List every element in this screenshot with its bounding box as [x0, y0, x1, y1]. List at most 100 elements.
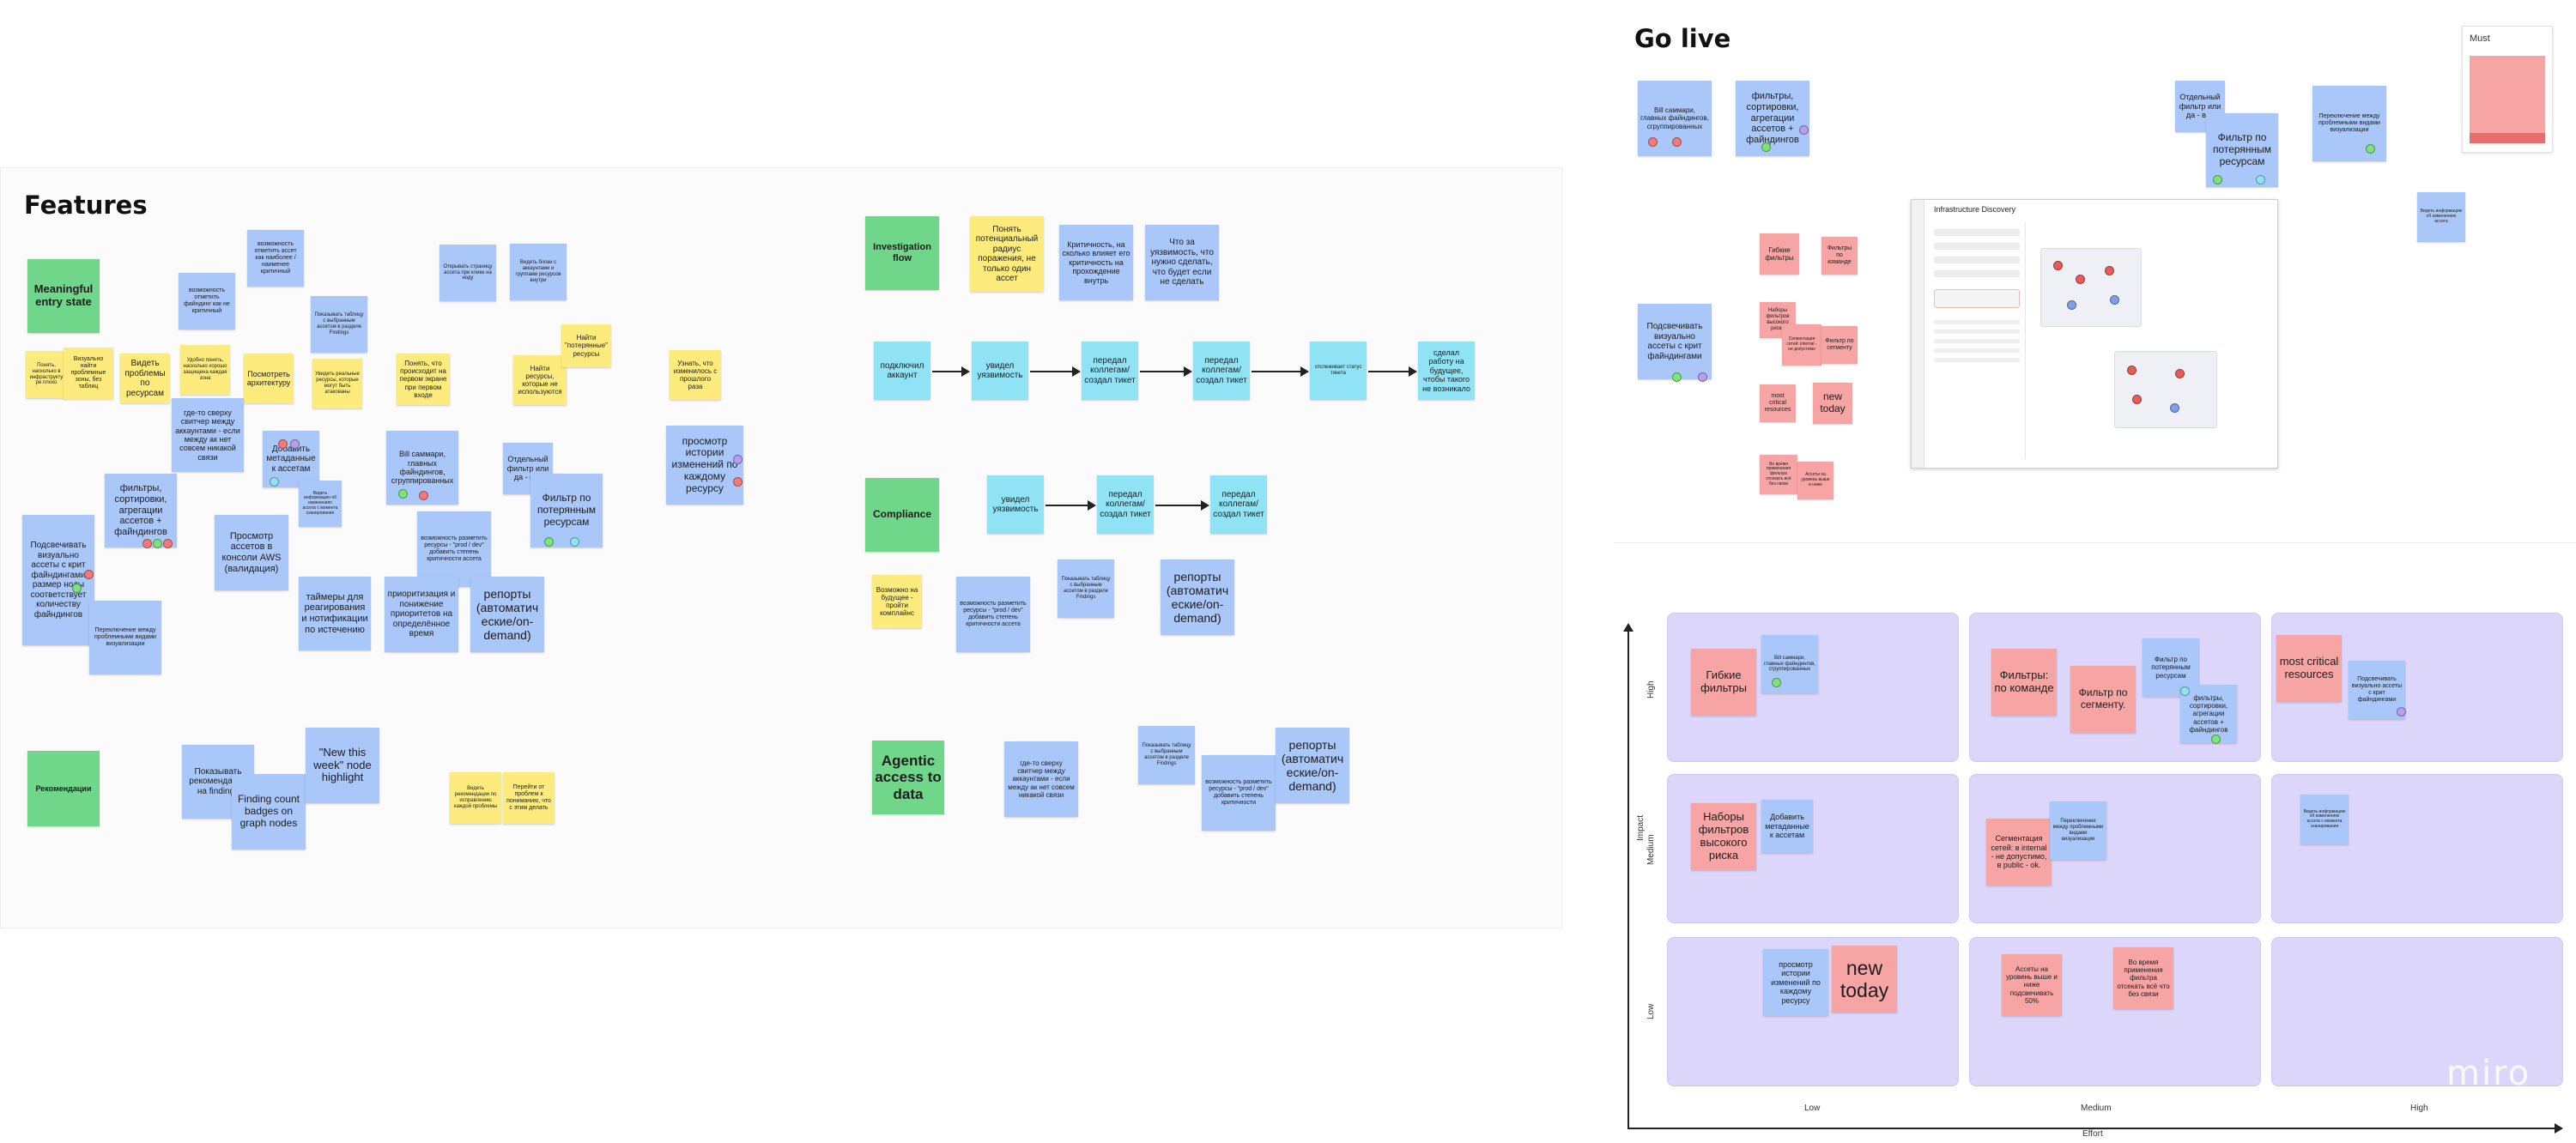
sticky-note[interactable]: фильтры, сортировки, агрегации ассетов +…: [105, 474, 177, 547]
sticky-note[interactable]: приоритизация и понижение приоритетов на…: [385, 577, 458, 652]
sticky-note[interactable]: Найти "потерянные" ресурсы: [561, 324, 611, 367]
sticky-note[interactable]: "New this week" node highlight: [306, 728, 379, 803]
sticky-note[interactable]: Добавить метаданные к ассетам: [1761, 800, 1813, 853]
infrastructure-discovery-screenshot[interactable]: Infrastructure Discovery: [1911, 199, 2278, 469]
flow-step[interactable]: подключил аккаунт: [874, 342, 930, 400]
must-legend-card[interactable]: Must: [2462, 26, 2553, 153]
sticky-note[interactable]: Сегментация сетей: internal - не допусти…: [1782, 324, 1821, 366]
sticky-note[interactable]: репорты (автоматические/on-demand): [1161, 559, 1234, 635]
flow-arrow: [1155, 505, 1202, 506]
sticky-note[interactable]: Bill саммари, главных файндингов, сгрупп…: [1761, 635, 1818, 693]
vote-dot: [419, 491, 428, 500]
vote-dot: [84, 570, 94, 579]
sticky-note[interactable]: Перейти от проблем к пониманию, что с эт…: [503, 772, 555, 824]
sticky-note[interactable]: возможность разметить ресурсы - "prod / …: [417, 511, 491, 587]
flow-step[interactable]: передал коллегам/ создал тикет: [1082, 342, 1138, 400]
sticky-note[interactable]: Видеть информацию об изменениях ассета с…: [299, 481, 342, 527]
flow-step[interactable]: увидел уязвимость: [972, 342, 1028, 400]
section-agentic-access[interactable]: Agentic access to data: [872, 741, 944, 814]
sticky-note[interactable]: Фильтр по потерянным ресурсам: [2206, 113, 2278, 187]
sticky-note[interactable]: Увидеть реальные ресурсы, которые могут …: [312, 359, 362, 408]
sticky-note[interactable]: фильтры, сортировки, агрегации ассетов +…: [2180, 685, 2237, 743]
flow-step[interactable]: передал коллегам/ создал тикет: [1193, 342, 1250, 400]
sticky-note[interactable]: Что за уязвимость, что нужно сделать, чт…: [1145, 225, 1219, 300]
go-live-title: Go live: [1634, 24, 1731, 53]
sticky-note[interactable]: Показывать таблицу с выбранным ассетом в…: [1058, 559, 1114, 618]
sticky-note[interactable]: Фильтр по сегменту: [1821, 326, 1858, 364]
sticky-note[interactable]: Критичность, на сколько влияет его крити…: [1059, 225, 1133, 300]
sticky-note[interactable]: Понять, насколько в инфраструктуре плохо: [26, 351, 67, 398]
sticky-note[interactable]: new today: [1832, 946, 1897, 1013]
sticky-note[interactable]: most critical resources: [2276, 635, 2342, 702]
must-label: Must: [2470, 33, 2490, 44]
sticky-note[interactable]: Просмотр ассетов в консоли AWS (валидаци…: [215, 515, 288, 590]
sticky-note[interactable]: Визуально найти проблемные зоны, без таб…: [64, 348, 113, 399]
sticky-note[interactable]: Видеть проблемы по ресурсам: [120, 354, 170, 403]
sticky-note[interactable]: Переключение между проблемными видами ви…: [2050, 801, 2106, 860]
features-title: Features: [24, 190, 148, 220]
sticky-note[interactable]: Посмотреть архитектуру: [244, 354, 294, 403]
sticky-note[interactable]: Подсвечивать визуально ассеты с крит фай…: [2349, 661, 2405, 719]
sticky-note[interactable]: просмотр истории изменений по каждому ре…: [1763, 949, 1828, 1016]
sticky-note[interactable]: Сегментация сетей: в internal - не допус…: [1986, 819, 2052, 886]
flow-step[interactable]: увидел уязвимость: [987, 475, 1044, 534]
sticky-note[interactable]: Видеть рекомендации по исправлению каждо…: [450, 772, 501, 824]
sticky-note[interactable]: Фильтр по потерянным ресурсам: [530, 474, 603, 547]
flow-step[interactable]: передал коллегам/ создал тикет: [1097, 475, 1154, 534]
sticky-note[interactable]: возможность отметить файндинг как не кри…: [179, 273, 235, 330]
sticky-note[interactable]: Во время применения фильтра отсекать всё…: [2113, 947, 2173, 1009]
section-meaningful-entry[interactable]: Meaningful entry state: [27, 259, 100, 333]
sticky-note[interactable]: Ассеты на уровень выше и ниже: [1797, 462, 1834, 499]
sticky-note[interactable]: most critical resources: [1760, 384, 1796, 422]
sticky-note[interactable]: Finding count badges on graph nodes: [232, 774, 306, 850]
sticky-note[interactable]: просмотр истории изменений по каждому ре…: [666, 426, 743, 505]
sticky-note[interactable]: Подсвечивать визуально ассеты с крит фай…: [22, 515, 94, 645]
flow-step[interactable]: сделал работу на будущее, чтобы такого н…: [1418, 342, 1475, 400]
flow-arrow-head: [1300, 366, 1309, 377]
screenshot-graph-group[interactable]: [2040, 248, 2142, 327]
sticky-note[interactable]: Видеть блоки с аккаунтами и группами рес…: [510, 244, 567, 300]
sticky-note[interactable]: Наборы фильтров высокого риска: [1691, 803, 1756, 870]
sticky-note[interactable]: Найти ресурсы, которые не используются: [513, 355, 567, 405]
matrix-cell-low-high[interactable]: [2271, 937, 2563, 1086]
sticky-note[interactable]: репорты (автоматические/on-demand): [1276, 728, 1349, 803]
sticky-note[interactable]: Переключение между проблемными видами ви…: [2312, 86, 2386, 161]
sticky-note[interactable]: Показывать таблицу с выбранным ассетом в…: [311, 296, 367, 353]
sticky-note[interactable]: Открывать страницу ассета при клике на н…: [439, 245, 496, 301]
sticky-note[interactable]: фильтры, сортировки, агрегации ассетов +…: [1736, 81, 1809, 156]
sticky-note[interactable]: где-то сверху свитчер между аккаунтами -…: [1004, 741, 1078, 817]
x-axis-title: Effort: [2082, 1129, 2103, 1139]
sticky-note[interactable]: Удобно понять, насколько хорошо защищена…: [180, 345, 230, 395]
flow-step[interactable]: отслеживает статус тикета: [1310, 342, 1367, 400]
sticky-note[interactable]: Возможно на будущее - пройти комплайнс: [872, 575, 922, 628]
sticky-note[interactable]: Гибкие фильтры: [1691, 649, 1756, 716]
section-recommendations[interactable]: Рекомендации: [27, 751, 100, 826]
vote-dot: [72, 584, 82, 593]
section-investigation-flow[interactable]: Investigation flow: [865, 216, 939, 290]
sticky-note[interactable]: Видеть информацию об изменениях ассета с…: [2300, 795, 2349, 844]
sticky-note[interactable]: репорты (автоматические/on-demand): [470, 577, 544, 652]
sticky-note[interactable]: Узнать, что изменилось с прошлого раза: [670, 350, 721, 400]
sticky-note[interactable]: возможность отметить ассет как наиболее …: [247, 230, 304, 287]
sticky-note[interactable]: возможность разметить ресурсы - "prod / …: [956, 577, 1030, 652]
sticky-note[interactable]: Подсвечивать визуально ассеты с крит фай…: [1638, 304, 1712, 379]
sticky-note[interactable]: таймеры для реагирования и нотификации п…: [299, 577, 371, 650]
sticky-note[interactable]: Понять потенциальный радиус поражения, н…: [970, 216, 1044, 292]
sticky-note[interactable]: Ассеты на уровень выше и ниже подсвечива…: [2002, 954, 2062, 1016]
flow-step[interactable]: передал коллегам/ создал тикет: [1210, 475, 1267, 534]
sticky-note[interactable]: Фильтры по команде: [1821, 237, 1858, 275]
sticky-note[interactable]: Фильтры: по команде: [1991, 649, 2057, 716]
sticky-note[interactable]: Понять, что происходит на первом экране …: [397, 354, 450, 405]
sticky-note[interactable]: Видеть информацию об изменениях ассета: [2417, 192, 2465, 242]
sticky-note[interactable]: Гибкие фильтры: [1760, 233, 1799, 275]
sticky-note[interactable]: Переключение между проблемными видами ви…: [89, 601, 161, 674]
sticky-note[interactable]: возможность разметить ресурсы - "prod / …: [1202, 755, 1276, 831]
sticky-note[interactable]: где-то сверху свитчер между аккаунтами -…: [172, 398, 244, 472]
sticky-note[interactable]: Фильтр по сегменту.: [2070, 666, 2136, 733]
section-compliance[interactable]: Compliance: [865, 478, 939, 552]
sticky-note[interactable]: Показывать таблицу с выбранным ассетом в…: [1138, 726, 1195, 784]
sticky-note[interactable]: new today: [1813, 383, 1852, 424]
sticky-note[interactable]: Во время применения фильтра отсекать всё…: [1760, 455, 1797, 494]
vote-dot: [153, 539, 162, 548]
screenshot-graph-group[interactable]: [2114, 351, 2217, 428]
